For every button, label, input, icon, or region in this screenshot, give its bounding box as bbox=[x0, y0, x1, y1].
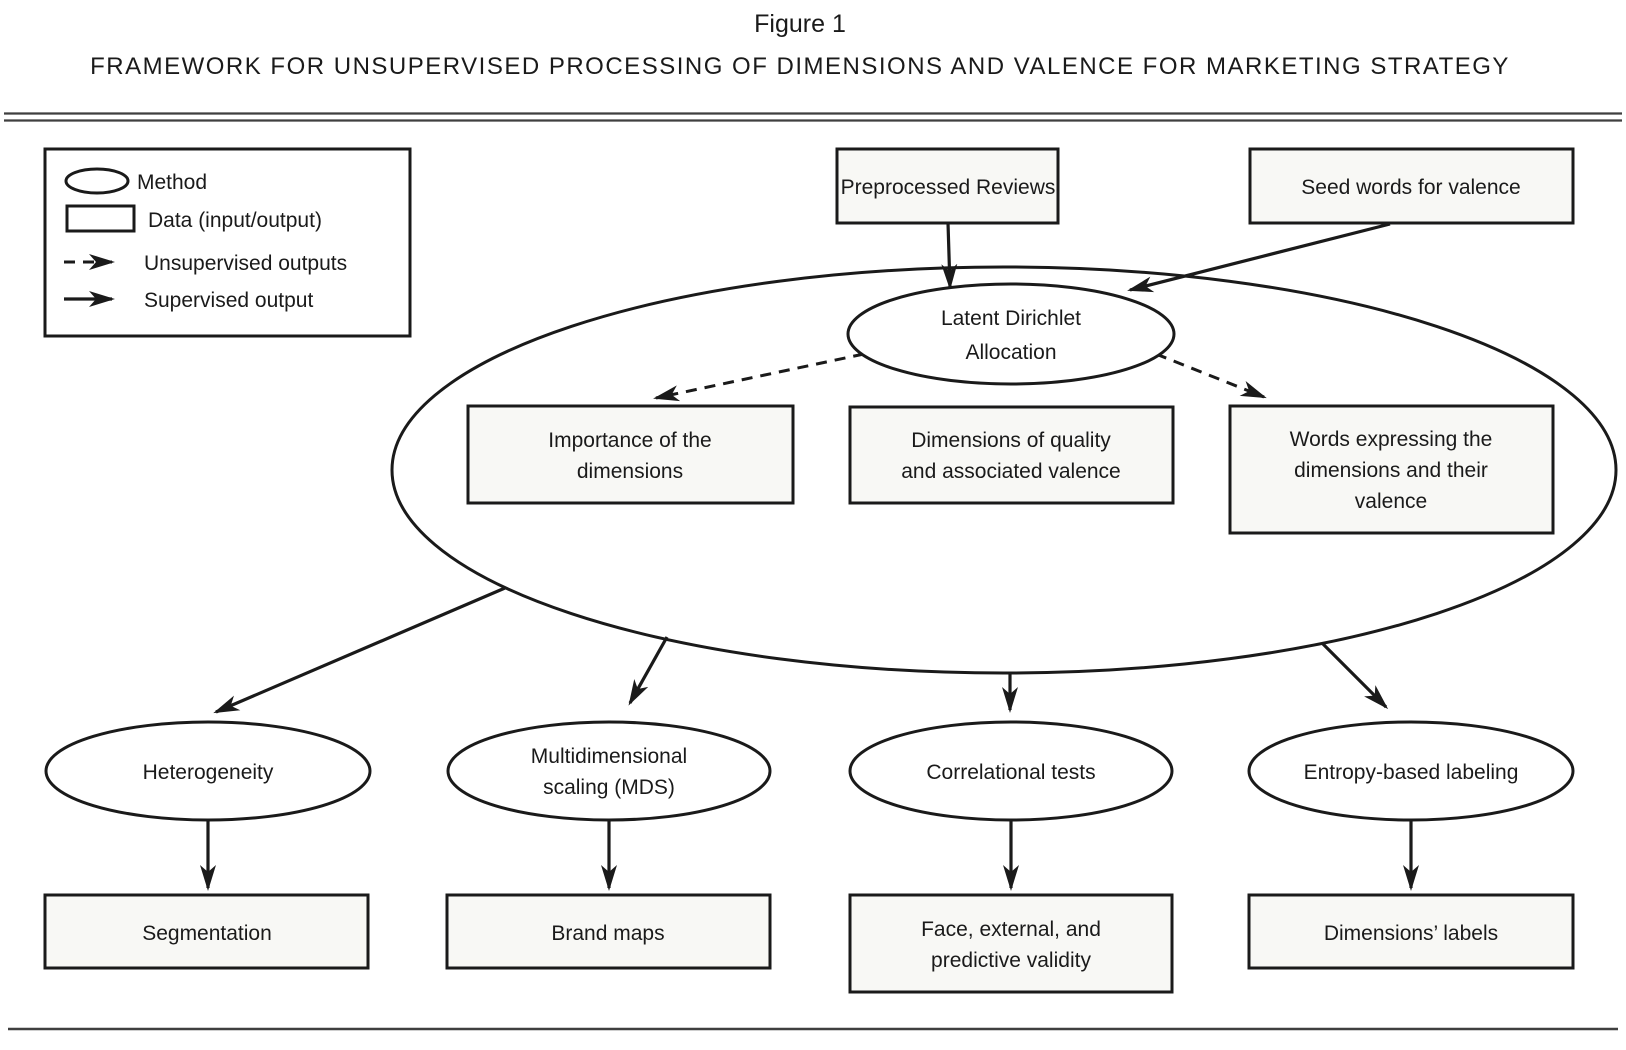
dashed-arrow-lda-to-importance bbox=[653, 352, 865, 402]
node-brand-maps: Brand maps bbox=[445, 893, 772, 970]
preprocessed-reviews-box bbox=[835, 147, 1060, 225]
lda-ellipse bbox=[846, 282, 1176, 386]
heterogeneity-label: Heterogeneity bbox=[143, 761, 274, 784]
node-importance: Importance of the dimensions bbox=[466, 404, 795, 505]
words-expressing-label-line1: Words expressing the bbox=[1290, 428, 1493, 451]
node-words-expressing: Words expressing the dimensions and thei… bbox=[1228, 404, 1555, 535]
legend-data-label: Data (input/output) bbox=[148, 209, 322, 232]
arrow-scope-to-entropy bbox=[1320, 641, 1389, 710]
node-segmentation: Segmentation bbox=[43, 893, 370, 970]
dimensions-quality-label-line2: and associated valence bbox=[901, 460, 1121, 483]
arrow-seedwords-to-lda bbox=[1127, 222, 1391, 293]
node-preprocessed-reviews: Preprocessed Reviews bbox=[835, 147, 1060, 225]
node-lda: Latent Dirichlet Allocation bbox=[846, 282, 1176, 386]
node-correlational: Correlational tests bbox=[848, 720, 1174, 822]
brand-maps-box bbox=[445, 893, 772, 970]
mds-label-line1: Multidimensional bbox=[531, 745, 687, 768]
legend-method-label: Method bbox=[137, 171, 207, 194]
segmentation-label: Segmentation bbox=[142, 922, 272, 945]
legend: Method Data (input/output) Unsupervised … bbox=[43, 147, 412, 338]
dimensions-labels-box bbox=[1247, 893, 1575, 970]
importance-label-line2: dimensions bbox=[577, 460, 683, 483]
words-expressing-box bbox=[1228, 404, 1555, 535]
node-validity: Face, external, and predictive validity bbox=[848, 893, 1174, 994]
figure-label: Figure 1 bbox=[754, 10, 846, 38]
arrow-scope-to-mds bbox=[628, 636, 669, 706]
dimensions-quality-box bbox=[848, 405, 1175, 505]
unsupervised-scope-ellipse bbox=[390, 265, 1618, 675]
node-dimensions-labels: Dimensions’ labels bbox=[1247, 893, 1575, 970]
node-heterogeneity: Heterogeneity bbox=[44, 720, 372, 822]
node-dimensions-quality: Dimensions of quality and associated val… bbox=[848, 405, 1175, 505]
brand-maps-label: Brand maps bbox=[551, 922, 664, 945]
importance-label-line1: Importance of the bbox=[548, 429, 711, 452]
lda-label-line1: Latent Dirichlet bbox=[941, 307, 1081, 330]
arrow-scope-to-heterogeneity bbox=[213, 586, 506, 714]
arrow-preprocessed-to-lda bbox=[941, 222, 958, 290]
figure-title: FRAMEWORK FOR UNSUPERVISED PROCESSING OF… bbox=[90, 53, 1510, 80]
lda-label-line2: Allocation bbox=[965, 341, 1056, 364]
preprocessed-reviews-label: Preprocessed Reviews bbox=[841, 176, 1056, 199]
seed-words-box bbox=[1248, 147, 1575, 225]
mds-label-line2: scaling (MDS) bbox=[543, 776, 675, 799]
validity-label-line2: predictive validity bbox=[931, 949, 1091, 972]
heterogeneity-ellipse bbox=[44, 720, 372, 822]
validity-label-line1: Face, external, and bbox=[921, 918, 1101, 941]
words-expressing-label-line2: dimensions and their bbox=[1294, 459, 1488, 482]
dashed-arrow-lda-to-words bbox=[1155, 352, 1267, 399]
correlational-ellipse bbox=[848, 720, 1174, 822]
entropy-label: Entropy-based labeling bbox=[1304, 761, 1519, 784]
legend-data-rect-icon bbox=[65, 204, 136, 233]
words-expressing-label-line3: valence bbox=[1355, 490, 1427, 513]
entropy-ellipse bbox=[1247, 720, 1575, 822]
legend-method-ellipse-icon bbox=[64, 167, 130, 195]
legend-unsupervised-label: Unsupervised outputs bbox=[144, 252, 347, 275]
mds-ellipse bbox=[446, 720, 772, 822]
correlational-label: Correlational tests bbox=[926, 761, 1095, 784]
node-entropy: Entropy-based labeling bbox=[1247, 720, 1575, 822]
dimensions-labels-label: Dimensions’ labels bbox=[1324, 922, 1498, 945]
segmentation-box bbox=[43, 893, 370, 970]
legend-border bbox=[43, 147, 412, 338]
legend-supervised-label: Supervised output bbox=[144, 289, 313, 312]
validity-box bbox=[848, 893, 1174, 994]
node-seed-words: Seed words for valence bbox=[1248, 147, 1575, 225]
node-mds: Multidimensional scaling (MDS) bbox=[446, 720, 772, 822]
importance-box bbox=[466, 404, 795, 505]
dimensions-quality-label-line1: Dimensions of quality bbox=[911, 429, 1111, 452]
seed-words-label: Seed words for valence bbox=[1301, 176, 1520, 199]
